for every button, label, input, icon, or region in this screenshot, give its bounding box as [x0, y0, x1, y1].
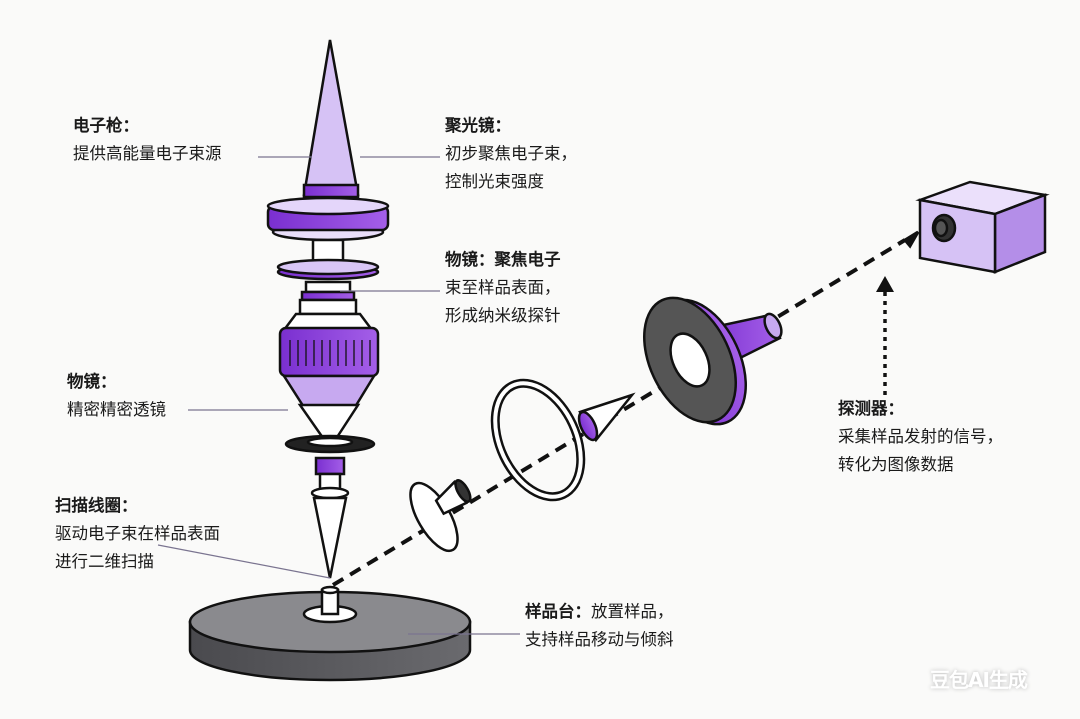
electron-gun-cone	[302, 39, 360, 197]
label-condenser: 聚光镜：初步聚焦电子束，控制光束强度	[445, 116, 577, 191]
watermark: 豆包AI生成	[930, 668, 1028, 692]
label-detector: 探测器：采集样品发射的信号，转化为图像数据	[838, 399, 1003, 474]
label-stage: 样品台：放置样品，支持样品移动与倾斜	[525, 602, 674, 649]
detector-box	[915, 180, 1050, 274]
funnel-lens	[409, 479, 472, 553]
label-electron-gun: 电子枪：提供高能量电子束源	[73, 116, 222, 163]
leader-lines	[157, 156, 520, 635]
electron-column	[266, 39, 390, 579]
sample-stage	[188, 585, 472, 682]
label-objective: 物镜：精密精密透镜	[67, 372, 166, 419]
label-objective-focus: 物镜：聚焦电子束至样品表面，形成纳米级探针	[445, 250, 561, 325]
label-scan-coil: 扫描线圈：驱动电子束在样品表面进行二维扫描	[55, 496, 220, 571]
detector-lens	[643, 296, 783, 426]
